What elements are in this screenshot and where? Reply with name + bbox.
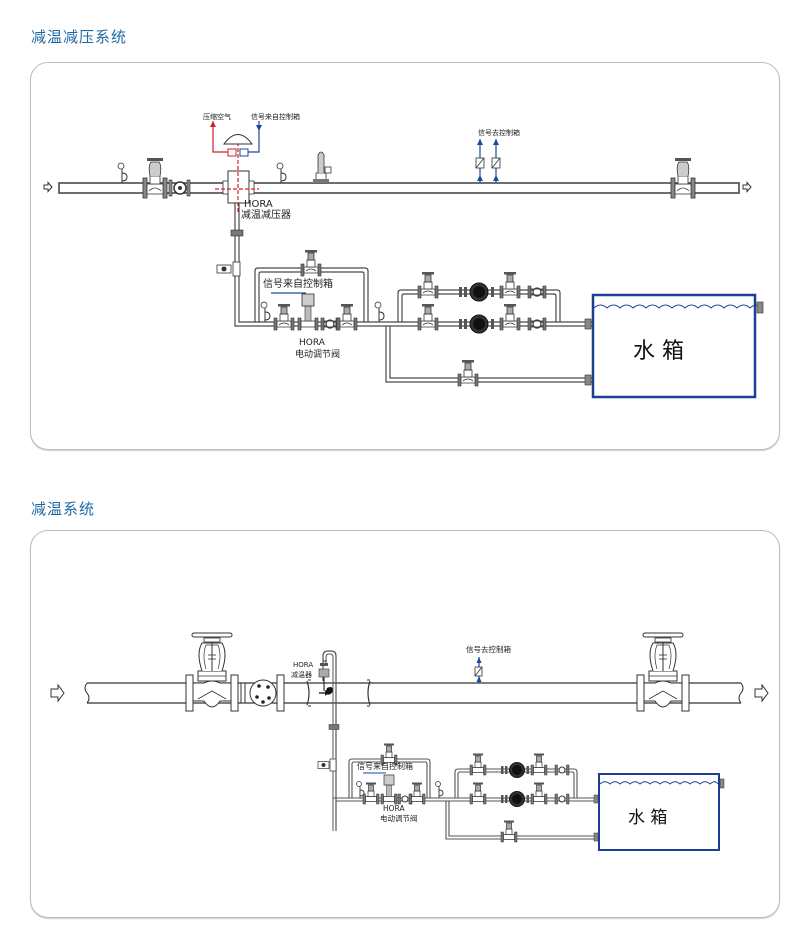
signal-from-control-bypass-label: 信号来自控制箱 bbox=[263, 277, 333, 290]
compressed-air-line bbox=[212, 121, 228, 153]
safety-valve-icon bbox=[313, 151, 332, 184]
valve-name-label: 电动调节阀 bbox=[295, 348, 340, 360]
strainer-icon bbox=[554, 764, 570, 776]
flange-icon bbox=[593, 832, 599, 842]
device-brand-label: HORA bbox=[244, 199, 273, 210]
outlet-arrow-icon bbox=[754, 683, 769, 703]
check-valve-icon bbox=[216, 261, 241, 277]
isolation-valve-icon bbox=[362, 782, 380, 805]
diagram-panel-desuperheating-pressure-reducing: 压缩空气 信号来自控制箱 HORA 减温减压器 信号去控制箱 bbox=[30, 62, 780, 450]
isolation-valve-icon bbox=[499, 271, 521, 299]
flowmeter-icon bbox=[500, 762, 530, 778]
section-title-desuperheating-pressure-reducing: 减温减压系统 bbox=[31, 28, 128, 46]
arrow-up-icon bbox=[210, 121, 216, 127]
isolation-valve-icon bbox=[469, 782, 487, 805]
device-name-label: 减温器 bbox=[291, 670, 312, 679]
signal-line-in bbox=[248, 121, 260, 153]
flange-icon bbox=[584, 374, 592, 386]
strainer-icon bbox=[554, 793, 570, 805]
piping-diagram-1: 压缩空气 信号来自控制箱 HORA 减温减压器 信号去控制箱 bbox=[43, 112, 764, 399]
union-fitting-icon bbox=[328, 724, 340, 730]
bypass-valve-icon bbox=[500, 820, 518, 843]
signal-to-control-label: 信号去控制箱 bbox=[478, 128, 520, 137]
flowmeter-icon bbox=[458, 314, 495, 334]
flowmeter-icon bbox=[500, 791, 530, 807]
pressure-gauge-icon bbox=[374, 301, 385, 323]
signal-to-control-transmitters bbox=[475, 139, 501, 183]
section-title-desuperheating: 减温系统 bbox=[31, 500, 96, 518]
inlet-arrow-icon bbox=[50, 683, 65, 703]
flowmeter-icon bbox=[458, 282, 495, 302]
pressure-gauge-icon bbox=[260, 301, 271, 323]
signal-from-control-bypass-label: 信号来自控制箱 bbox=[357, 761, 413, 771]
isolation-valve-icon bbox=[417, 271, 439, 299]
main-pipe-1 bbox=[58, 182, 740, 194]
arrow-down-icon bbox=[256, 125, 262, 131]
strainer-icon bbox=[320, 317, 340, 331]
inlet-arrow-icon bbox=[43, 181, 53, 193]
flange-icon bbox=[593, 794, 599, 804]
outlet-stop-valve-icon bbox=[636, 632, 690, 712]
pressure-gauge-icon bbox=[276, 162, 287, 184]
valve-brand-label: HORA bbox=[383, 804, 405, 813]
strainer-icon bbox=[240, 674, 285, 712]
signal-from-control-top-label: 信号来自控制箱 bbox=[251, 112, 300, 121]
inlet-stop-valve-icon bbox=[185, 632, 239, 712]
compressed-air-label: 压缩空气 bbox=[203, 112, 231, 121]
signal-to-control-transmitter bbox=[474, 657, 483, 683]
bypass-valve-icon bbox=[457, 359, 479, 387]
isolation-valve-icon bbox=[336, 303, 358, 331]
isolation-valve-icon bbox=[417, 303, 439, 331]
strainer-icon bbox=[527, 317, 547, 331]
union-fitting-icon bbox=[230, 229, 244, 237]
piping-diagram-2: HORA 减温器 信号去控制箱 信 bbox=[50, 632, 769, 851]
isolation-valve-icon bbox=[499, 303, 521, 331]
isolation-valve-icon bbox=[469, 753, 487, 776]
water-tank bbox=[591, 293, 764, 399]
signal-to-control-label: 信号去控制箱 bbox=[466, 644, 511, 654]
valve-name-label: 电动调节阀 bbox=[380, 813, 418, 823]
hora-desuperheater-pressure-reducer bbox=[215, 134, 259, 213]
electric-control-valve-icon bbox=[297, 293, 319, 331]
isolation-valve-icon bbox=[530, 753, 548, 776]
isolation-valve-icon bbox=[273, 303, 295, 331]
strainer-icon bbox=[168, 179, 191, 197]
electric-control-valve-icon bbox=[380, 774, 398, 805]
inlet-stop-valve-icon bbox=[142, 158, 168, 199]
pressure-gauge-icon bbox=[117, 162, 128, 184]
isolation-valve-icon bbox=[408, 782, 426, 805]
outlet-stop-valve-icon bbox=[670, 158, 696, 199]
outlet-arrow-icon bbox=[742, 181, 752, 193]
check-valve-icon bbox=[317, 758, 337, 772]
bypass-valve-icon bbox=[300, 249, 322, 277]
flange-icon bbox=[584, 318, 592, 330]
valve-brand-label: HORA bbox=[299, 338, 326, 348]
strainer-icon bbox=[527, 285, 547, 299]
tank-label: 水 箱 bbox=[628, 808, 667, 828]
diagram-panel-desuperheating: HORA 减温器 信号去控制箱 信 bbox=[30, 530, 780, 918]
water-tank bbox=[598, 773, 725, 851]
tank-label: 水 箱 bbox=[633, 339, 684, 364]
device-brand-label: HORA bbox=[293, 661, 313, 669]
isolation-valve-icon bbox=[530, 782, 548, 805]
hora-desuperheater bbox=[306, 650, 371, 831]
device-name-label: 减温减压器 bbox=[241, 209, 291, 221]
pressure-gauge-icon bbox=[435, 781, 444, 799]
